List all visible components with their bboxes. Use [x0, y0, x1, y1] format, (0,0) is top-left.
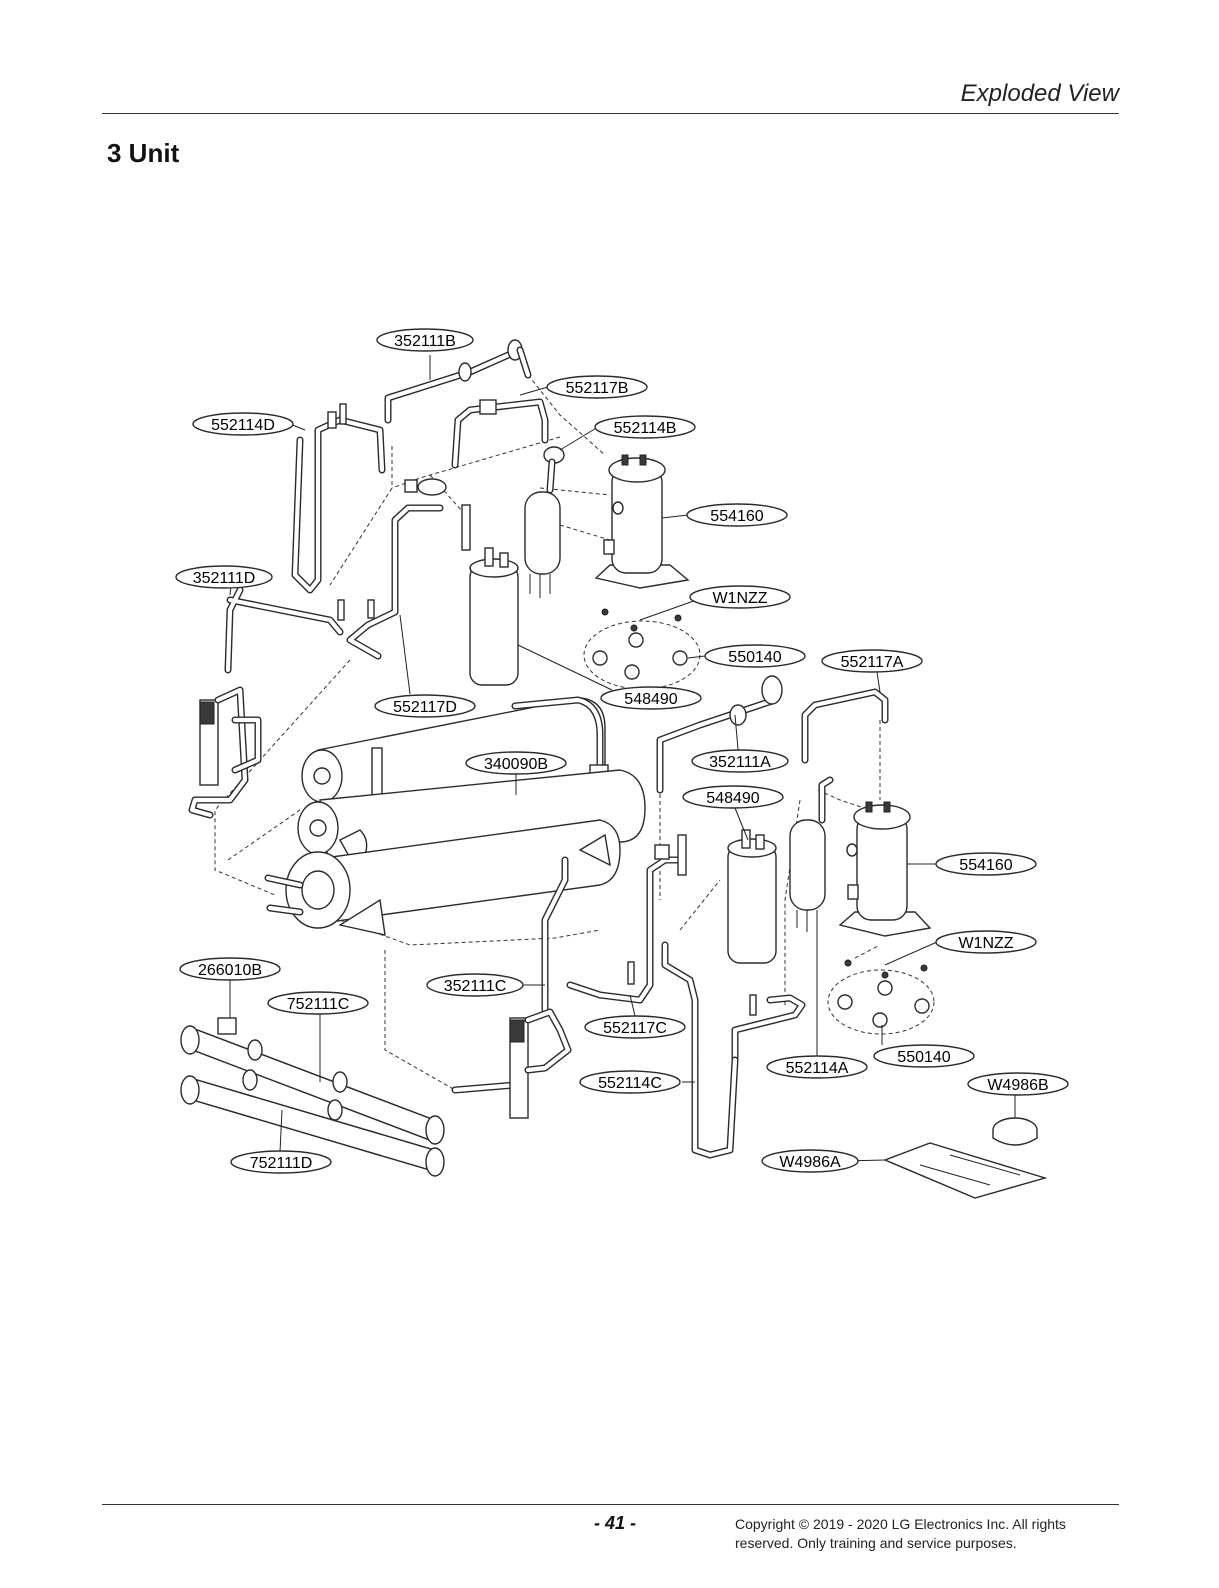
tube-552117B	[451, 398, 549, 469]
accumulator-lower	[789, 776, 834, 932]
callout-552117B: 552117B	[546, 375, 648, 399]
part-label: 550140	[897, 1049, 950, 1066]
page-header-title: Exploded View	[960, 80, 1119, 107]
callout-552117A: 552117A	[821, 649, 923, 673]
tube-552117D	[346, 478, 471, 660]
footer-divider	[102, 1504, 1119, 1505]
section-title: 3 Unit	[107, 138, 180, 168]
tube-352111D	[224, 586, 375, 674]
part-label: 548490	[706, 790, 759, 807]
part-label: 552114A	[786, 1060, 849, 1077]
callout-552114D: 552114D	[192, 412, 294, 436]
callout-552114B: 552114B	[594, 415, 696, 439]
callout-552114A: 552114A	[766, 1055, 868, 1079]
callout-552117C: 552117C	[584, 1015, 686, 1039]
callout-W1NZZ-lower: W1NZZ	[935, 930, 1037, 954]
receiver-548490-lower	[727, 829, 777, 964]
callout-340090B: 340090B	[465, 751, 567, 775]
header-pipe-752111C	[180, 1017, 445, 1145]
tube-552117A	[801, 688, 889, 764]
callout-W1NZZ-upper: W1NZZ	[689, 585, 791, 609]
callout-550140-upper: 550140	[704, 644, 806, 668]
page-number: - 41 -	[593, 1513, 636, 1533]
part-label: 552117C	[603, 1020, 667, 1037]
part-label: 266010B	[198, 962, 262, 979]
part-label: 552117D	[393, 699, 457, 716]
callout-548490-lower: 548490	[682, 785, 784, 809]
part-label: 554160	[959, 857, 1012, 874]
callout-352111A: 352111A	[691, 749, 789, 773]
part-label: 552114C	[598, 1075, 662, 1092]
receiver-548490-upper	[469, 547, 519, 686]
copyright-notice: Copyright © 2019 - 2020 LG Electronics I…	[735, 1515, 1115, 1553]
callout-752111C: 752111C	[267, 991, 369, 1015]
tube-352111C	[451, 856, 572, 1119]
part-label: 752111D	[250, 1155, 313, 1172]
part-label: 752111C	[287, 996, 350, 1013]
callout-550140-lower: 550140	[873, 1044, 975, 1068]
part-label: 552114D	[211, 417, 275, 434]
part-label: W4986A	[779, 1154, 841, 1171]
part-label: 352111A	[709, 754, 771, 771]
tube-352111B	[384, 339, 532, 424]
part-label: 552117B	[566, 380, 629, 397]
compressor-554160-lower	[838, 801, 932, 937]
callout-352111C: 352111C	[426, 973, 524, 997]
part-label: 552114B	[614, 420, 677, 437]
valve-block-left	[188, 686, 262, 819]
callout-554160-lower: 554160	[935, 852, 1037, 876]
part-label: W1NZZ	[712, 590, 767, 607]
callout-552117D: 552117D	[374, 694, 476, 718]
part-label: 352111D	[193, 570, 256, 587]
tube-552114B	[543, 446, 565, 494]
tube-552114C	[627, 941, 739, 1159]
heat-exchanger-340090B	[264, 696, 646, 936]
copyright-line-2: reserved. Only training and service purp…	[735, 1535, 1017, 1551]
part-label: W1NZZ	[958, 935, 1013, 952]
part-label: 352111B	[394, 333, 456, 350]
callout-554160-upper: 554160	[686, 503, 788, 527]
mounts-550140-lower	[837, 959, 930, 1028]
part-label: 340090B	[484, 756, 548, 773]
callout-352111B: 352111B	[376, 328, 474, 352]
part-label: 352111C	[444, 978, 507, 995]
part-label: 548490	[624, 691, 677, 708]
part-label: 550140	[728, 649, 781, 666]
callout-548490-upper: 548490	[600, 686, 702, 710]
callout-552114C: 552114C	[579, 1070, 681, 1094]
copyright-line-1: Copyright © 2019 - 2020 LG Electronics I…	[735, 1516, 1066, 1532]
leader-lines	[229, 355, 1016, 1162]
tube-552114A	[731, 994, 806, 1064]
tube-552117C	[566, 834, 687, 1004]
callout-W4986A: W4986A	[761, 1149, 859, 1173]
accumulator-upper	[524, 491, 561, 598]
callout-266010B: 266010B	[179, 957, 281, 981]
callout-752111D: 752111D	[230, 1150, 332, 1174]
part-label: 552117A	[841, 654, 904, 671]
header-pipe-752111D	[180, 1069, 445, 1177]
tube-552114D	[291, 403, 386, 594]
header-divider	[102, 113, 1119, 114]
part-label: 554160	[710, 508, 763, 525]
cap-W4986B	[992, 1117, 1038, 1146]
compressor-554160-upper	[594, 454, 690, 589]
callout-352111D: 352111D	[175, 565, 273, 589]
tube-352111A	[656, 675, 783, 794]
callout-W4986B: W4986B	[967, 1072, 1069, 1096]
part-label: W4986B	[987, 1077, 1048, 1094]
mounts-550140-upper	[592, 608, 688, 680]
base-plate-W4986A	[883, 1142, 1048, 1199]
